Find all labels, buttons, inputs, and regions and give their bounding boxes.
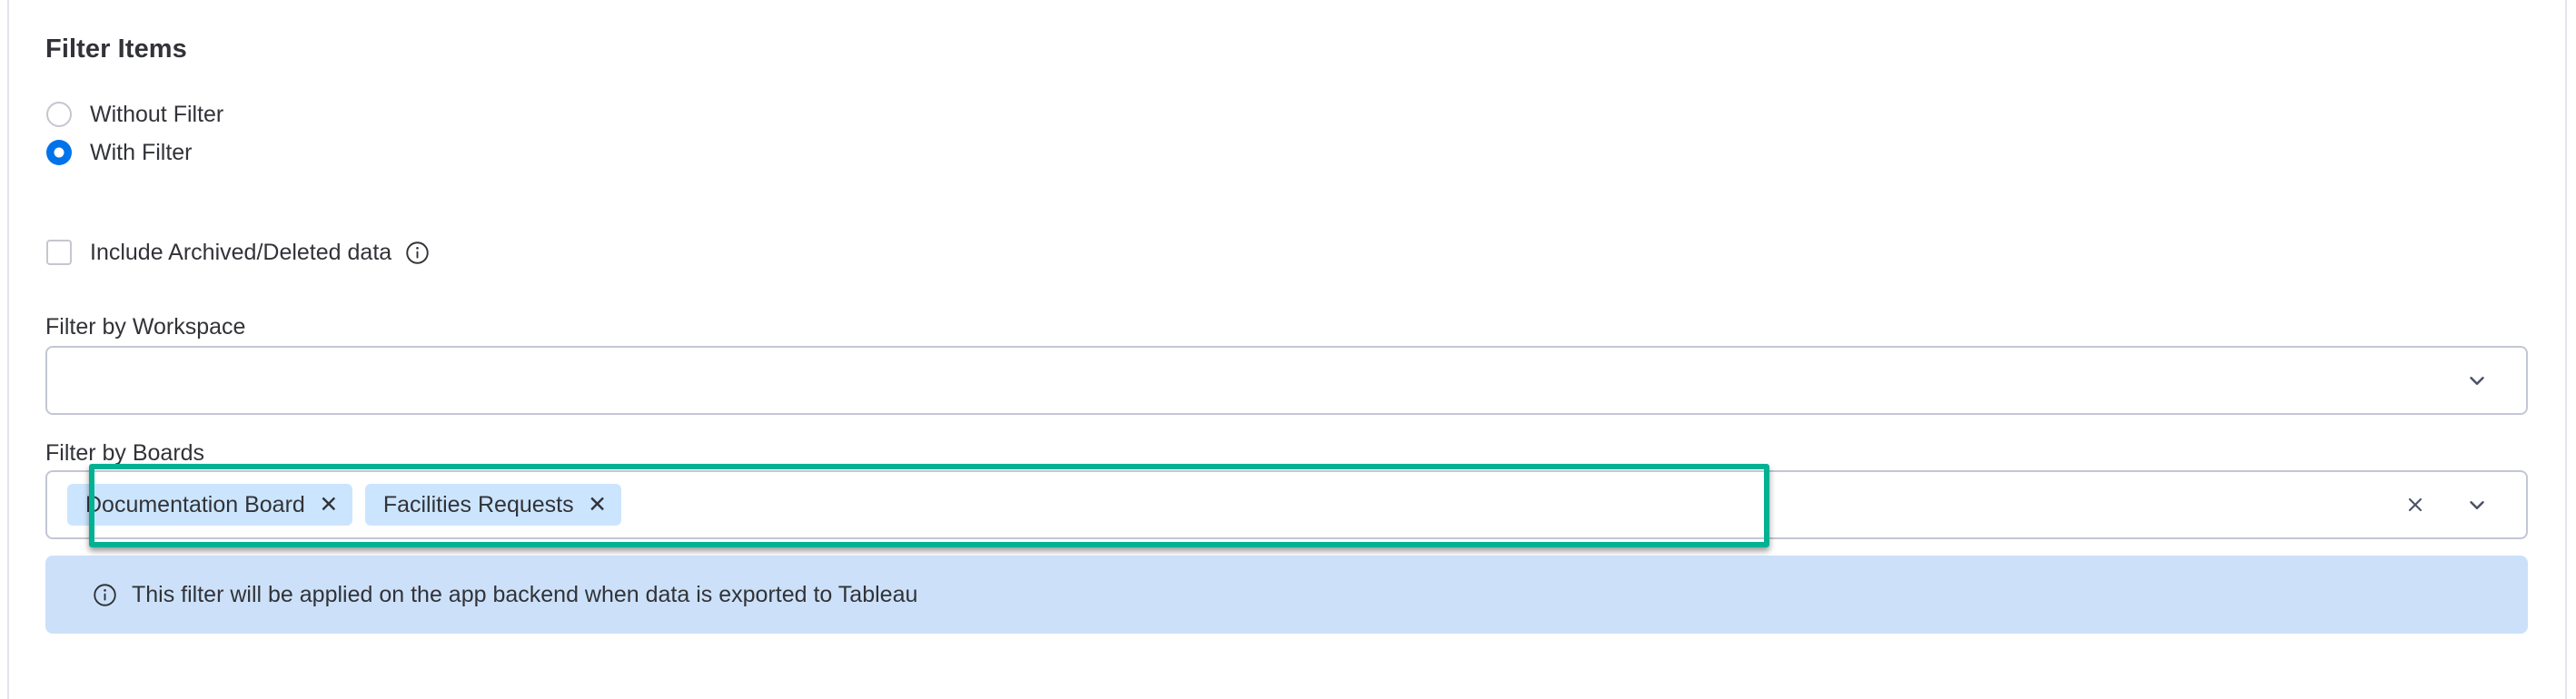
- board-chip[interactable]: Documentation Board ✕: [67, 484, 352, 526]
- radio-icon-checked[interactable]: [46, 140, 72, 165]
- chevron-down-icon[interactable]: [2464, 492, 2490, 517]
- board-chip[interactable]: Facilities Requests ✕: [364, 484, 621, 526]
- board-chip-label: Documentation Board: [85, 491, 305, 517]
- info-circle-icon[interactable]: [405, 241, 430, 265]
- include-archived-checkbox[interactable]: [46, 240, 72, 265]
- chip-close-icon[interactable]: ✕: [319, 491, 339, 517]
- radio-option-without-filter[interactable]: Without Filter: [45, 95, 223, 133]
- boards-selected-chips[interactable]: Documentation Board ✕ Facilities Requests ✕: [47, 472, 2403, 537]
- filter-notice-text: This filter will be applied on the app b…: [132, 581, 918, 607]
- workspace-select-value-area[interactable]: [47, 348, 2464, 413]
- filter-mode-radio-group: Without Filter With Filter: [45, 95, 223, 172]
- radio-label-without-filter: Without Filter: [90, 101, 224, 127]
- include-archived-row[interactable]: Include Archived/Deleted data: [45, 240, 430, 265]
- radio-label-with-filter: With Filter: [90, 139, 193, 165]
- include-archived-label: Include Archived/Deleted data: [90, 239, 392, 265]
- workspace-field-label: Filter by Workspace: [45, 314, 246, 340]
- workspace-select-actions: [2464, 368, 2526, 393]
- clear-selection-icon[interactable]: [2403, 492, 2428, 517]
- radio-icon-unchecked[interactable]: [46, 102, 72, 127]
- filter-notice-banner: This filter will be applied on the app b…: [45, 556, 2528, 634]
- page-title: Filter Items: [45, 34, 187, 64]
- boards-select[interactable]: Documentation Board ✕ Facilities Requests ✕: [45, 470, 2528, 539]
- workspace-select[interactable]: [45, 346, 2528, 415]
- radio-option-with-filter[interactable]: With Filter: [45, 133, 223, 172]
- board-chip-label: Facilities Requests: [382, 491, 574, 517]
- boards-field-label: Filter by Boards: [45, 440, 205, 466]
- panel-right-divider: [2565, 0, 2567, 699]
- chip-close-icon[interactable]: ✕: [588, 491, 608, 517]
- panel-left-divider: [7, 0, 9, 699]
- boards-select-actions: [2403, 492, 2526, 517]
- chevron-down-icon[interactable]: [2464, 368, 2490, 393]
- info-circle-icon: [93, 583, 117, 607]
